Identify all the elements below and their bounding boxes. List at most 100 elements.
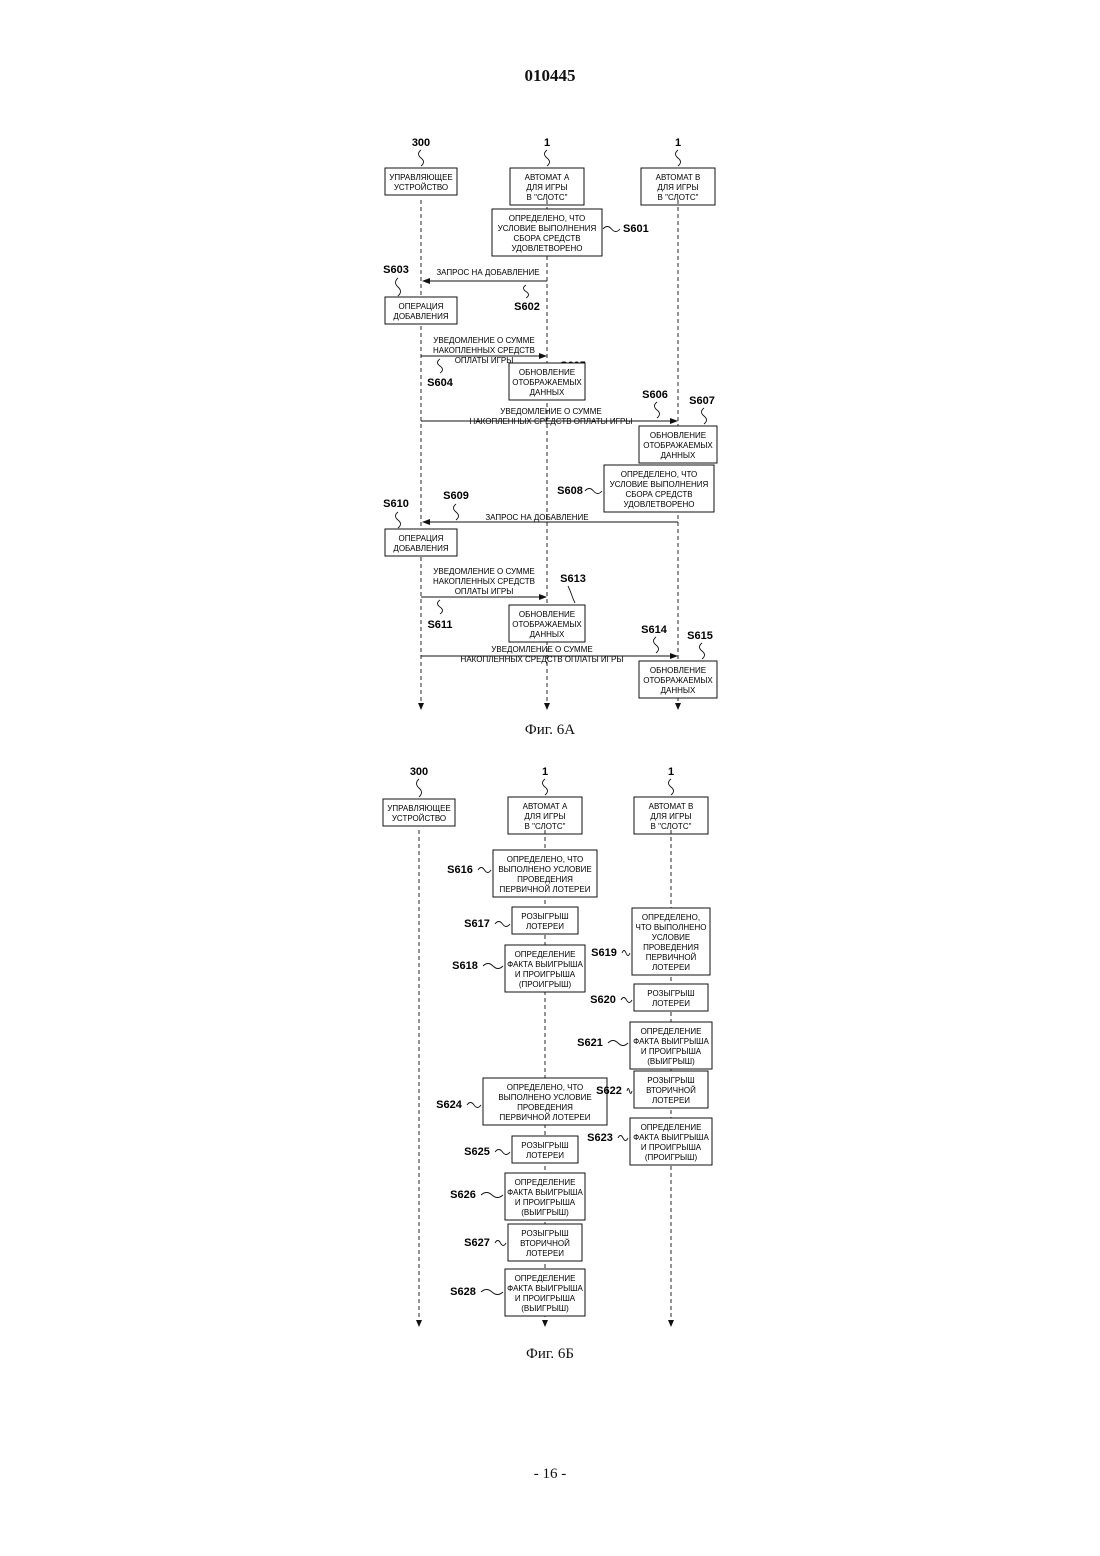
s624-text: ПРОВЕДЕНИЯ	[517, 1103, 573, 1112]
server-lifeline-6a-arrowhead	[418, 703, 424, 710]
machine-a-lifeline-6a-arrowhead	[544, 703, 550, 710]
s614-leader	[654, 637, 659, 653]
machine-a-lane-ref-leader	[545, 150, 550, 166]
s621-leader	[608, 1041, 628, 1046]
s611-message: ОПЛАТЫ ИГРЫ	[455, 587, 514, 596]
s604-message: УВЕДОМЛЕНИЕ О СУММЕ	[433, 336, 534, 345]
s614-message: УВЕДОМЛЕНИЕ О СУММЕ	[491, 645, 592, 654]
s601-text: УДОВЛЕТВОРЕНО	[511, 244, 582, 253]
s610-text: ОПЕРАЦИЯ	[399, 534, 444, 543]
s607-leader	[702, 408, 707, 424]
s623-text: ФАКТА ВЫИГРЫША	[633, 1133, 709, 1142]
figure-6b-diagram: 300УПРАВЛЯЮЩЕЕУСТРОЙСТВО1АВТОМАТ АДЛЯ ИГ…	[383, 766, 712, 1327]
machine-b-lane-ref-number: 1	[675, 137, 681, 149]
s605-text: ДАННЫХ	[530, 388, 565, 397]
s604-label: S604	[427, 377, 454, 389]
s622-label: S622	[596, 1085, 622, 1097]
s618-label: S618	[452, 960, 478, 972]
s615-leader	[700, 643, 705, 659]
s619-label: S619	[591, 947, 617, 959]
s611-label: S611	[427, 619, 452, 631]
s620-text: РОЗЫГРЫШ	[647, 989, 694, 998]
s608-leader	[585, 489, 602, 494]
s623-text: И ПРОИГРЫША	[641, 1143, 702, 1152]
s610-leader	[396, 512, 401, 528]
s618-text: ОПРЕДЕЛЕНИЕ	[515, 950, 576, 959]
s623-leader	[618, 1136, 628, 1141]
s603-label: S603	[383, 264, 409, 276]
s601-text: ОПРЕДЕЛЕНО, ЧТО	[509, 214, 586, 223]
s622-text: ЛОТЕРЕИ	[652, 1096, 690, 1105]
s624-text: ОПРЕДЕЛЕНО, ЧТО	[507, 1083, 584, 1092]
s606-leader	[655, 402, 660, 418]
s608-text: ОПРЕДЕЛЕНО, ЧТО	[621, 470, 698, 479]
s615-text: ДАННЫХ	[661, 686, 696, 695]
machine-a-lane-6b-ref-leader	[543, 779, 548, 795]
s625-text: ЛОТЕРЕИ	[526, 1151, 564, 1160]
s620-label: S620	[590, 994, 616, 1006]
s623-label: S623	[587, 1132, 613, 1144]
machine-a-lane-header-text: АВТОМАТ А	[525, 173, 570, 182]
s626-leader	[481, 1193, 503, 1198]
s628-text: ОПРЕДЕЛЕНИЕ	[515, 1274, 576, 1283]
s615-text: ОБНОВЛЕНИЕ	[650, 666, 706, 675]
s611-message: НАКОПЛЕННЫХ СРЕДСТВ	[433, 577, 535, 586]
machine-b-lane-header-text: ДЛЯ ИГРЫ	[657, 183, 698, 192]
machine-a-lane-ref-number: 1	[544, 137, 550, 149]
s608-text: УСЛОВИЕ ВЫПОЛНЕНИЯ	[610, 480, 709, 489]
machine-b-lane-6b-header-text: АВТОМАТ В	[649, 802, 694, 811]
s624-text: ПЕРВИЧНОЙ ЛОТЕРЕИ	[500, 1113, 591, 1122]
s619-text: ПЕРВИЧНОЙ	[646, 953, 697, 962]
s601-label: S601	[623, 223, 649, 235]
s607-text: ОБНОВЛЕНИЕ	[650, 431, 706, 440]
s615-label: S615	[687, 630, 713, 642]
s602-label: S602	[514, 301, 540, 313]
s609-message: ЗАПРОС НА ДОБАВЛЕНИЕ	[485, 513, 588, 522]
s622-text: ВТОРИЧНОЙ	[646, 1086, 696, 1095]
s618-text: ФАКТА ВЫИГРЫША	[507, 960, 583, 969]
s606-label: S606	[642, 389, 668, 401]
s601-text: СБОРА СРЕДСТВ	[513, 234, 580, 243]
figure-6b-caption: Фиг. 6Б	[0, 1346, 1100, 1363]
s608-text: СБОРА СРЕДСТВ	[625, 490, 692, 499]
s626-text: (ВЫИГРЫШ)	[521, 1208, 569, 1217]
s616-text: ПРОВЕДЕНИЯ	[517, 875, 573, 884]
s620-leader	[621, 998, 632, 1003]
s623-text: (ПРОИГРЫШ)	[645, 1153, 698, 1162]
s620-text: ЛОТЕРЕИ	[652, 999, 690, 1008]
machine-a-lifeline-6b-arrowhead	[542, 1320, 548, 1327]
s604-message: ОПЛАТЫ ИГРЫ	[455, 356, 514, 365]
s619-text: ОПРЕДЕЛЕНО,	[642, 913, 700, 922]
server-lane-6b-ref-leader	[417, 779, 422, 797]
s616-text: ПЕРВИЧНОЙ ЛОТЕРЕИ	[500, 885, 591, 894]
s615-text: ОТОБРАЖАЕМЫХ	[643, 676, 713, 685]
s608-label: S608	[557, 485, 583, 497]
s628-text: И ПРОИГРЫША	[515, 1294, 576, 1303]
machine-b-lifeline-6a-arrowhead	[675, 703, 681, 710]
s621-label: S621	[577, 1037, 603, 1049]
s627-text: ЛОТЕРЕИ	[526, 1249, 564, 1258]
s627-label: S627	[464, 1237, 490, 1249]
s621-text: (ВЫИГРЫШ)	[647, 1057, 695, 1066]
s627-text: РОЗЫГРЫШ	[521, 1229, 568, 1238]
s616-text: ВЫПОЛНЕНО УСЛОВИЕ	[498, 865, 591, 874]
server-lane-6b-header-text: УПРАВЛЯЮЩЕЕ	[387, 804, 451, 813]
s608-text: УДОВЛЕТВОРЕНО	[623, 500, 694, 509]
server-lane-header-text: УПРАВЛЯЮЩЕЕ	[389, 173, 453, 182]
s603-leader	[396, 278, 401, 296]
s618-text: (ПРОИГРЫШ)	[519, 980, 572, 989]
s613-text: ОБНОВЛЕНИЕ	[519, 610, 575, 619]
machine-b-lane-ref-leader	[676, 150, 681, 166]
s617-label: S617	[464, 918, 490, 930]
s613-text: ДАННЫХ	[530, 630, 565, 639]
s613-label: S613	[560, 573, 586, 585]
s607-label: S607	[689, 395, 715, 407]
machine-a-lane-6b-header-text: В "СЛОТС"	[525, 822, 566, 831]
s624-leader	[467, 1103, 481, 1108]
s626-text: И ПРОИГРЫША	[515, 1198, 576, 1207]
machine-a-lane-6b-header-text: ДЛЯ ИГРЫ	[524, 812, 565, 821]
s625-text: РОЗЫГРЫШ	[521, 1141, 568, 1150]
s616-label: S616	[447, 864, 473, 876]
machine-a-lane-6b-ref-number: 1	[542, 766, 548, 778]
s619-text: ЧТО ВЫПОЛНЕНО	[636, 923, 707, 932]
